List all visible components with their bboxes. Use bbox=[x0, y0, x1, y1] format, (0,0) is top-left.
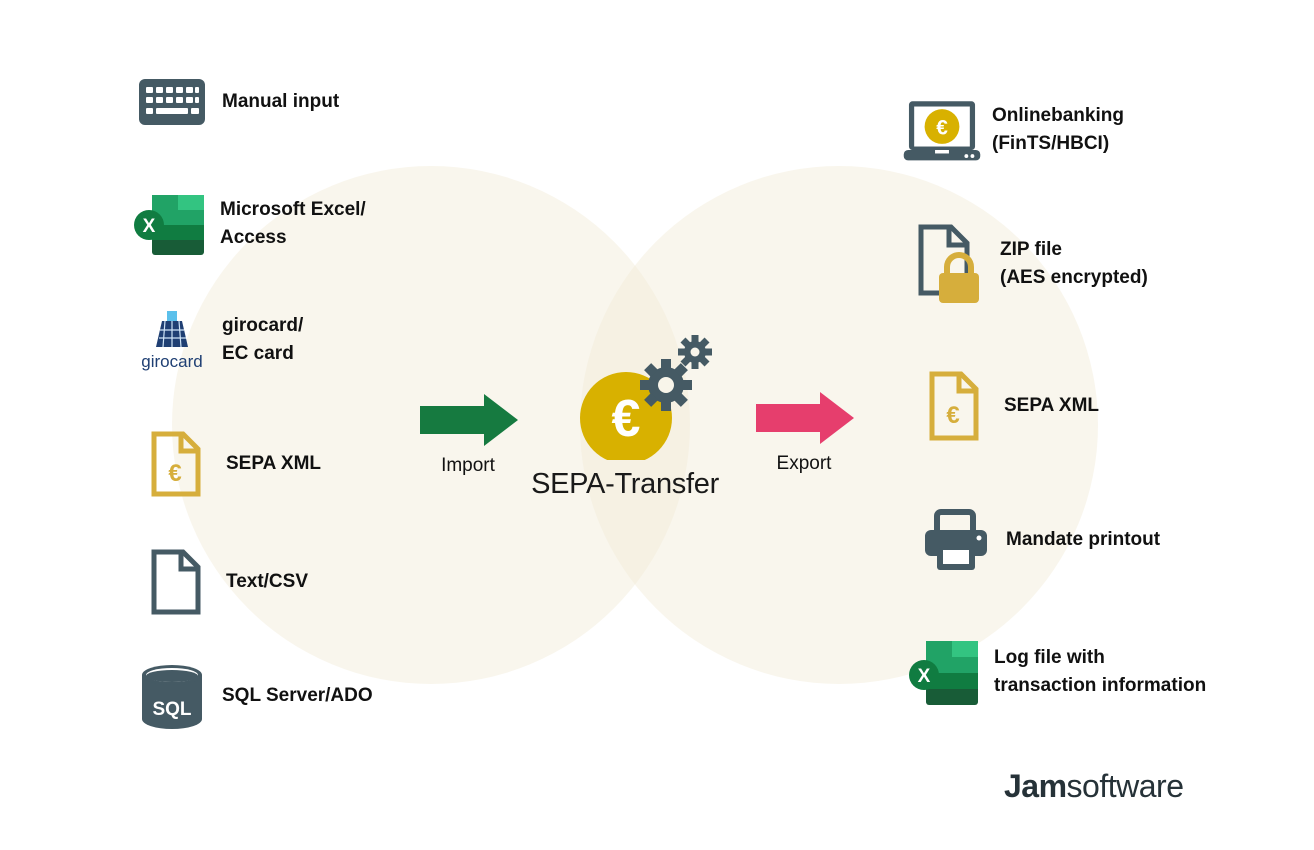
output-label: Mandate printout bbox=[1006, 529, 1161, 550]
import-step: Import bbox=[416, 394, 520, 477]
euro-glyph: € bbox=[168, 460, 181, 487]
output-label: SEPA XML bbox=[1004, 395, 1100, 416]
output-zip-file: ZIP file (AES encrypted) bbox=[910, 224, 1148, 304]
output-sepa-xml: € SEPA XML bbox=[914, 366, 1099, 446]
document-icon bbox=[136, 542, 216, 622]
input-label: Microsoft Excel/ Access bbox=[220, 199, 366, 248]
sql-glyph: SQL bbox=[152, 699, 191, 720]
output-label: Onlinebanking (FinTS/HBCI) bbox=[992, 105, 1124, 154]
input-sepa-xml: € SEPA XML bbox=[136, 424, 321, 504]
keyboard-icon bbox=[132, 62, 212, 142]
output-mandate-printout: Mandate printout bbox=[916, 500, 1160, 580]
input-sql-server: SQL SQL Server/ADO bbox=[132, 656, 373, 736]
input-manual: Manual input bbox=[132, 62, 339, 142]
laptop-euro-glyph: € bbox=[936, 116, 948, 139]
database-icon: SQL bbox=[132, 656, 212, 736]
euro-document-icon: € bbox=[914, 366, 994, 446]
output-label: Log file with transaction information bbox=[994, 647, 1207, 696]
locked-document-icon bbox=[910, 224, 990, 304]
excel-icon: X bbox=[904, 632, 984, 712]
coin-euro-glyph: € bbox=[612, 390, 641, 448]
girocard-wordmark: girocard bbox=[141, 352, 202, 371]
import-label: Import bbox=[441, 455, 495, 476]
excel-x-glyph: X bbox=[143, 216, 156, 237]
excel-icon: X bbox=[130, 184, 210, 264]
input-label: SEPA XML bbox=[226, 453, 322, 474]
excel-x-glyph: X bbox=[918, 666, 931, 687]
euro-glyph: € bbox=[946, 402, 959, 429]
input-text-csv: Text/CSV bbox=[136, 542, 308, 622]
girocard-icon: girocard bbox=[132, 300, 212, 380]
input-excel: X Microsoft Excel/ Access bbox=[130, 184, 366, 264]
sepa-transfer-logo: € bbox=[578, 330, 718, 464]
output-log-file: X Log file with transaction information bbox=[904, 632, 1206, 712]
import-arrow-icon bbox=[420, 394, 518, 446]
output-onlinebanking: € Onlinebanking (FinTS/HBCI) bbox=[902, 90, 1124, 170]
input-label: Manual input bbox=[222, 91, 340, 112]
laptop-euro-icon: € bbox=[902, 90, 982, 170]
export-arrow-icon bbox=[756, 392, 854, 444]
input-label: Text/CSV bbox=[226, 571, 309, 592]
export-label: Export bbox=[776, 453, 832, 474]
brand-part-jam: Jam bbox=[1004, 768, 1067, 804]
gear-large-icon bbox=[640, 359, 692, 411]
export-step: Export bbox=[752, 392, 856, 475]
input-label: SQL Server/ADO bbox=[222, 685, 373, 706]
brand-part-software: software bbox=[1066, 768, 1184, 804]
center-title: SEPA-Transfer bbox=[531, 468, 719, 500]
input-label: girocard/ EC card bbox=[222, 315, 304, 364]
euro-document-icon: € bbox=[136, 424, 216, 504]
jam-software-logo: Jamsoftware bbox=[1004, 768, 1184, 805]
output-label: ZIP file (AES encrypted) bbox=[1000, 239, 1148, 288]
printer-icon bbox=[916, 500, 996, 580]
input-girocard: girocard girocard/ EC card bbox=[132, 300, 303, 380]
